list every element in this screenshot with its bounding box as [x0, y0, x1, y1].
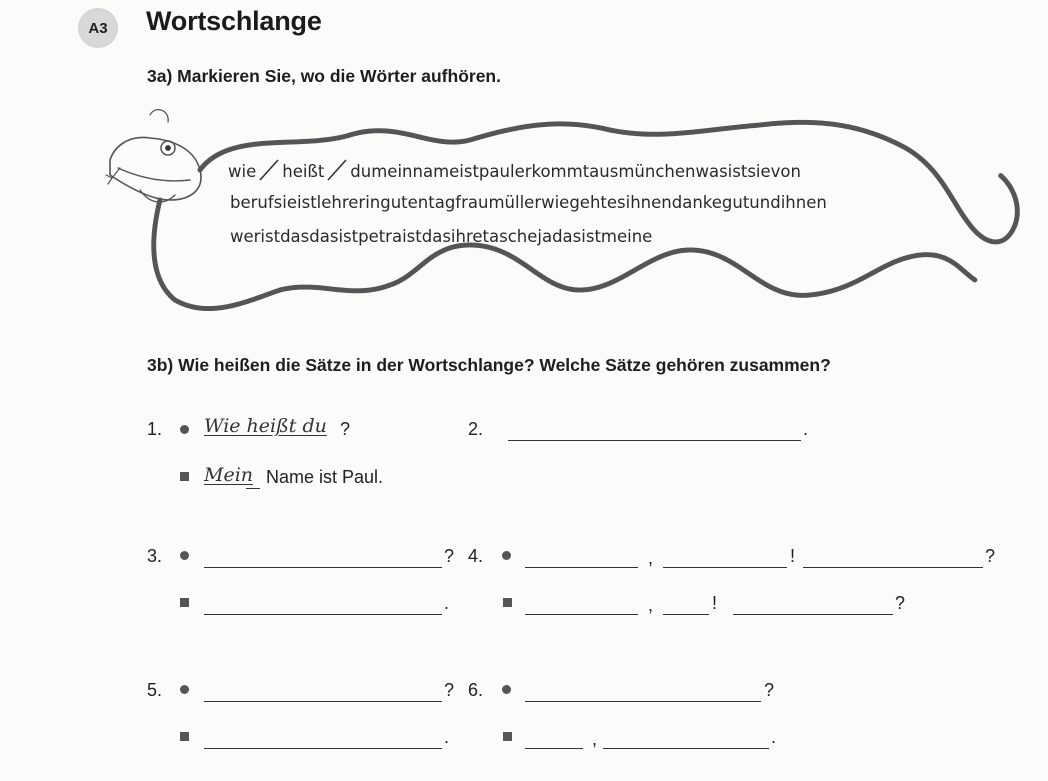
punct-comma: , [592, 729, 598, 749]
item-number-4: 4. [468, 546, 484, 566]
bullet-square [180, 472, 189, 481]
bullet-circle [502, 685, 511, 694]
snake-text-rest: dumeinnameistpaulerkommtausmünchenwasist… [350, 162, 801, 181]
punct-exclamation: ! [712, 593, 718, 613]
snake-text-line-2: berufsieistlehreringutentagfraumüllerwie… [230, 193, 827, 212]
answer-1-reply: Mein [204, 464, 254, 486]
punct-question: ? [895, 593, 906, 613]
word-divider-slash [259, 159, 279, 181]
instruction-3a: 3a) Markieren Sie, wo die Wörter aufhöre… [147, 66, 501, 86]
underline-extension [246, 466, 260, 489]
answer-6-reply-field-2[interactable] [603, 726, 769, 749]
bullet-circle [180, 425, 189, 434]
punct-comma: , [648, 595, 654, 615]
snake-text-line-3: weristdasdasistpetraistdasihretaschejada… [230, 227, 653, 246]
item-number-6: 6. [468, 680, 484, 700]
answer-4-reply-field-2[interactable] [663, 592, 709, 615]
item-number-1: 1. [147, 419, 163, 439]
answer-5-reply-field[interactable] [204, 726, 442, 749]
answer-2-field[interactable] [508, 418, 801, 441]
item-number-2: 2. [468, 419, 484, 439]
answer-6-reply-field-1[interactable] [525, 726, 583, 749]
snake-word-heisst: heißt [282, 162, 325, 181]
page-title: Wortschlange [146, 6, 322, 36]
punct-period: . [803, 419, 809, 439]
reply-1-rest: Name ist Paul. [266, 467, 384, 487]
answer-5-question-field[interactable] [204, 679, 442, 702]
punct-question: ? [444, 546, 455, 566]
snake-word-wie: wie [228, 162, 257, 181]
word-divider-slash [327, 159, 347, 181]
bullet-square [180, 732, 189, 741]
answer-4-reply-field-3[interactable] [733, 592, 893, 615]
item-number-5: 5. [147, 680, 163, 700]
punct-question: ? [764, 680, 775, 700]
bullet-circle [180, 685, 189, 694]
snake-illustration [105, 109, 1020, 311]
punct-period: . [444, 727, 450, 747]
answer-6-question-field[interactable] [525, 679, 761, 702]
answer-4-question-field-1[interactable] [525, 545, 638, 568]
bullet-circle [180, 551, 189, 560]
snake-text-line-1: wie heißt dumeinnameistpaulerkommtausmünch… [228, 158, 801, 182]
punct-question: ? [444, 680, 455, 700]
exercise-badge: A3 [78, 8, 118, 48]
bullet-circle [502, 551, 511, 560]
answer-4-question-field-2[interactable] [663, 545, 787, 568]
punct-question: ? [340, 419, 351, 439]
answer-1-question: Wie heißt du [204, 415, 327, 437]
punct-question: ? [985, 546, 996, 566]
bullet-square [503, 732, 512, 741]
answer-3-reply-field[interactable] [204, 592, 442, 615]
item-number-3: 3. [147, 546, 163, 566]
instruction-3b: 3b) Wie heißen die Sätze in der Wortschl… [147, 355, 831, 375]
answer-4-reply-field-1[interactable] [525, 592, 638, 615]
answer-4-question-field-3[interactable] [803, 545, 983, 568]
punct-comma: , [648, 548, 654, 568]
bullet-square [503, 598, 512, 607]
punct-period: . [771, 727, 777, 747]
punct-exclamation: ! [790, 546, 796, 566]
punct-period: . [444, 593, 450, 613]
bullet-square [180, 598, 189, 607]
answer-3-question-field[interactable] [204, 545, 442, 568]
